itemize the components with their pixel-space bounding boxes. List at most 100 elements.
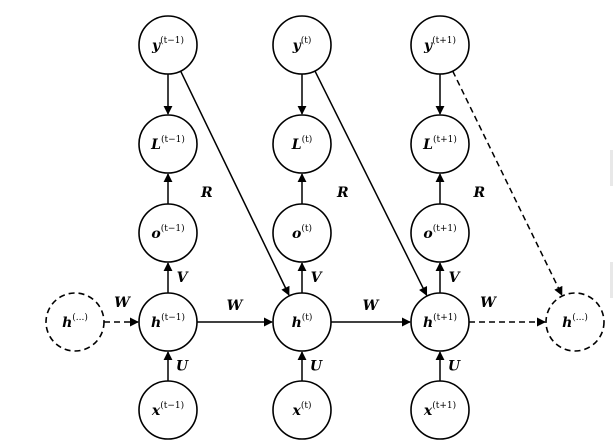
edge-label-R-18: R xyxy=(472,185,485,201)
node-circle-h_t xyxy=(272,292,332,352)
node-circle-o_t xyxy=(272,203,332,263)
node-base-o_t: o xyxy=(292,226,301,242)
node-label-L_tp1: L(t+1) xyxy=(422,134,457,153)
node-circle-L_t xyxy=(272,114,332,174)
edge-label-V-8: V xyxy=(449,270,462,286)
node-o_t: o(t) xyxy=(272,203,332,263)
node-label-L_tm1: L(t−1) xyxy=(150,134,185,153)
node-h_next: h(...) xyxy=(545,292,605,352)
edge-label-W-14: W xyxy=(363,298,380,314)
node-sup-y_t: (t) xyxy=(301,35,312,46)
node-y_tp1: y(t+1) xyxy=(410,15,470,75)
node-sup-h_t: (t) xyxy=(302,312,313,323)
node-sup-h_tp1: (t+1) xyxy=(433,312,457,323)
node-base-y_tp1: y xyxy=(423,38,433,54)
node-base-x_tm1: x xyxy=(151,403,161,419)
node-circle-h_tm1 xyxy=(138,292,198,352)
node-base-o_tp1: o xyxy=(423,226,432,242)
node-L_tm1: L(t−1) xyxy=(138,114,198,174)
node-label-y_tp1: y(t+1) xyxy=(423,35,456,54)
node-base-o_tm1: o xyxy=(151,226,160,242)
node-base-y_tm1: y xyxy=(151,38,161,54)
node-label-y_t: y(t) xyxy=(292,35,312,54)
edge-label-V-6: V xyxy=(177,270,190,286)
edge-y_tp1-to-h_next xyxy=(452,70,563,296)
node-label-o_tp1: o(t+1) xyxy=(423,223,456,242)
scroll-edge-mark-upper xyxy=(610,150,613,186)
node-o_tp1: o(t+1) xyxy=(410,203,470,263)
node-base-L_tp1: L xyxy=(422,137,433,153)
node-circle-y_t xyxy=(272,15,332,75)
node-label-y_tm1: y(t−1) xyxy=(151,35,184,54)
node-sup-y_tm1: (t−1) xyxy=(160,35,184,46)
node-sup-o_tm1: (t−1) xyxy=(161,223,185,234)
node-circle-L_tm1 xyxy=(138,114,198,174)
node-y_tm1: y(t−1) xyxy=(138,15,198,75)
node-circle-h_tp1 xyxy=(410,292,470,352)
node-sup-h_tm1: (t−1) xyxy=(161,312,185,323)
node-circle-x_t xyxy=(272,380,332,440)
node-circle-h_prev xyxy=(45,292,105,352)
edges-layer xyxy=(104,70,563,381)
node-circle-o_tp1 xyxy=(410,203,470,263)
node-circle-y_tm1 xyxy=(138,15,198,75)
node-sup-y_tp1: (t+1) xyxy=(432,35,456,46)
edge-y_t-to-h_tp1 xyxy=(314,70,428,296)
edge-label-U-11: U xyxy=(448,359,461,375)
node-label-h_tm1: h(t−1) xyxy=(151,312,185,331)
node-h_tm1: h(t−1) xyxy=(138,292,198,352)
node-label-h_t: h(t) xyxy=(292,312,313,331)
node-o_tm1: o(t−1) xyxy=(138,203,198,263)
edge-label-W-15: W xyxy=(480,295,497,311)
node-label-o_tm1: o(t−1) xyxy=(151,223,184,242)
node-L_tp1: L(t+1) xyxy=(410,114,470,174)
scroll-edge-mark-lower xyxy=(610,262,613,298)
node-label-x_tp1: x(t+1) xyxy=(423,400,456,419)
node-label-h_tp1: h(t+1) xyxy=(423,312,457,331)
nodes-layer: y(t−1)y(t)y(t+1)L(t−1)L(t)L(t+1)o(t−1)o(… xyxy=(45,15,605,440)
node-label-x_tm1: x(t−1) xyxy=(151,400,184,419)
edge-label-W-13: W xyxy=(227,298,244,314)
node-base-h_next: h xyxy=(562,315,572,331)
node-sup-x_t: (t) xyxy=(301,400,312,411)
node-base-L_t: L xyxy=(291,137,302,153)
node-circle-L_tp1 xyxy=(410,114,470,174)
node-sup-x_tm1: (t−1) xyxy=(160,400,184,411)
node-circle-x_tm1 xyxy=(138,380,198,440)
edge-label-R-17: R xyxy=(336,185,349,201)
node-base-y_t: y xyxy=(292,38,302,54)
node-base-h_tm1: h xyxy=(151,315,161,331)
node-label-o_t: o(t) xyxy=(292,223,312,242)
node-base-x_t: x xyxy=(292,403,302,419)
node-circle-y_tp1 xyxy=(410,15,470,75)
node-sup-h_next: (...) xyxy=(572,312,588,323)
node-h_tp1: h(t+1) xyxy=(410,292,470,352)
node-x_tm1: x(t−1) xyxy=(138,380,198,440)
node-sup-h_prev: (...) xyxy=(72,312,88,323)
node-sup-L_t: (t) xyxy=(302,134,313,145)
node-circle-o_tm1 xyxy=(138,203,198,263)
edge-label-W-12: W xyxy=(114,295,131,311)
edge-label-U-10: U xyxy=(310,359,323,375)
edge-label-U-9: U xyxy=(176,359,189,375)
node-sup-o_tp1: (t+1) xyxy=(433,223,457,234)
edge-label-R-16: R xyxy=(200,185,213,201)
node-y_t: y(t) xyxy=(272,15,332,75)
node-x_tp1: x(t+1) xyxy=(410,380,470,440)
node-base-h_prev: h xyxy=(62,315,72,331)
node-h_prev: h(...) xyxy=(45,292,105,352)
node-sup-x_tp1: (t+1) xyxy=(432,400,456,411)
node-label-h_next: h(...) xyxy=(562,312,588,331)
node-sup-L_tp1: (t+1) xyxy=(433,134,457,145)
node-label-h_prev: h(...) xyxy=(62,312,88,331)
node-circle-h_next xyxy=(545,292,605,352)
node-base-L_tm1: L xyxy=(150,137,161,153)
node-base-h_tp1: h xyxy=(423,315,433,331)
node-L_t: L(t) xyxy=(272,114,332,174)
node-label-L_t: L(t) xyxy=(291,134,312,153)
node-x_t: x(t) xyxy=(272,380,332,440)
node-sup-L_tm1: (t−1) xyxy=(161,134,185,145)
node-base-h_t: h xyxy=(292,315,302,331)
